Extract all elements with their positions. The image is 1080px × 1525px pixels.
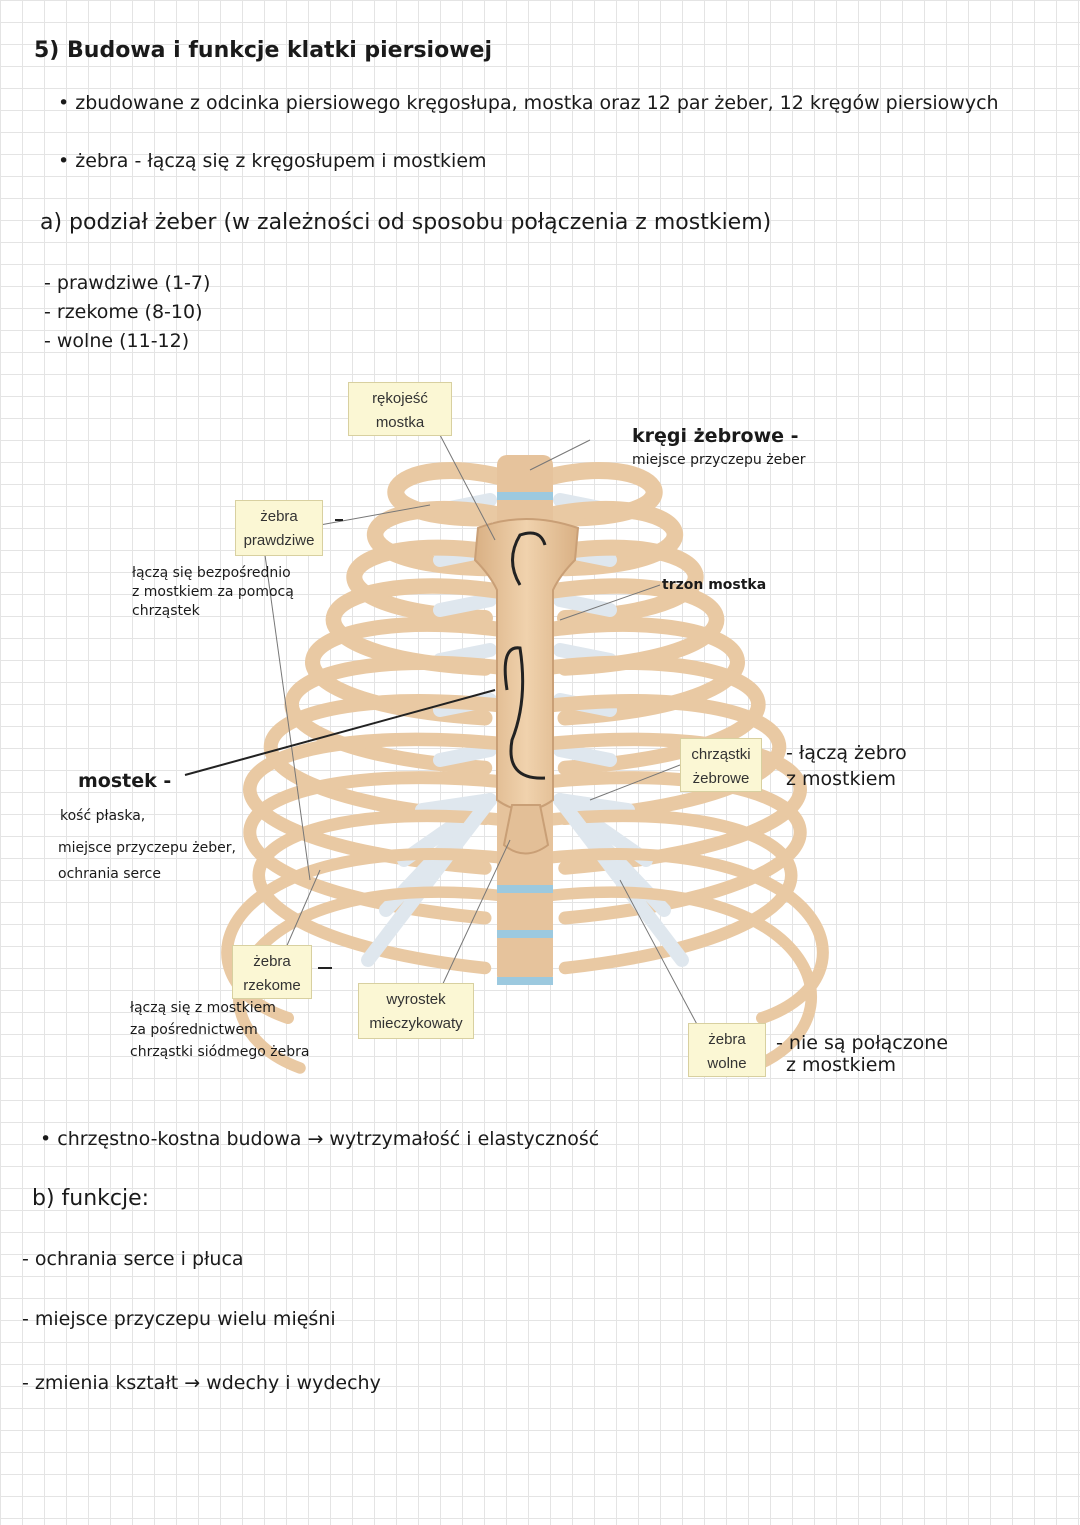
bullet-structure: • zbudowane z odcinka piersiowego kręgos…	[58, 92, 999, 114]
rib	[366, 500, 514, 577]
rib	[284, 655, 513, 776]
note-true-ribs-line: chrząstek	[132, 603, 200, 619]
rib	[263, 694, 512, 825]
intervertebral-disc	[497, 977, 553, 985]
section-b-title: b) funkcje:	[32, 1186, 150, 1211]
note-floating-ribs-line: z mostkiem	[786, 1054, 896, 1076]
intervertebral-disc	[497, 930, 553, 938]
note-false-ribs-line: za pośrednictwem	[130, 1022, 258, 1038]
rib	[536, 500, 684, 577]
intervertebral-disc	[497, 492, 553, 500]
xiphoid-process	[502, 804, 550, 855]
note-floating-ribs-line: - nie są połączone	[776, 1032, 949, 1054]
list-item: - zmienia kształt → wdechy i wydechy	[22, 1372, 381, 1394]
rib	[537, 655, 766, 776]
bullet-ribs: • żebra - łączą się z kręgosłupem i most…	[58, 150, 487, 172]
note-vertebrae-desc: miejsce przyczepu żeber	[632, 452, 806, 468]
costal-cartilage	[553, 743, 617, 767]
costal-cartilage	[433, 743, 497, 767]
page-heading: 5) Budowa i funkcje klatki piersiowej	[34, 38, 492, 63]
note-cartilage-line: - łączą żebro	[786, 742, 907, 764]
rib	[243, 732, 512, 875]
costal-cartilage	[433, 593, 497, 617]
note-sternum-line: kość płaska,	[60, 808, 146, 824]
rib	[538, 809, 798, 975]
note-cartilage-line: z mostkiem	[786, 768, 896, 790]
list-item: - prawdziwe (1-7)	[44, 272, 211, 294]
costal-cartilage	[553, 793, 689, 967]
costal-cartilage	[553, 593, 617, 617]
rib	[252, 809, 512, 975]
list-item: - wolne (11-12)	[44, 330, 190, 352]
rib	[538, 694, 787, 825]
sternum	[473, 518, 580, 811]
costal-cartilage	[361, 793, 497, 967]
rib	[537, 539, 704, 626]
note-true-ribs-line: z mostkiem za pomocą	[132, 584, 294, 600]
rib	[539, 848, 829, 1024]
list-item: - miejsce przyczepu wielu mięśni	[22, 1308, 336, 1330]
note-sternum-line: miejsce przyczepu żeber,	[58, 840, 236, 856]
note-sternum-title: mostek -	[78, 770, 172, 792]
note-false-ribs-line: chrząstki siódmego żebra	[130, 1044, 310, 1060]
note-body-of-sternum: trzon mostka	[662, 577, 767, 593]
rib	[346, 539, 513, 626]
intervertebral-disc	[497, 885, 553, 893]
note-vertebrae-title: kręgi żebrowe -	[632, 425, 799, 447]
structure-note: • chrzęstno-kostna budowa → wytrzymałość…	[40, 1128, 600, 1150]
list-item: - rzekome (8-10)	[44, 301, 203, 323]
rib	[539, 886, 818, 1074]
rib	[538, 732, 807, 875]
note-sternum-line: ochrania serce	[58, 866, 161, 882]
section-a-title: a) podział żeber (w zależności od sposob…	[40, 210, 772, 235]
note-true-ribs-line: łączą się bezpośrednio	[132, 565, 291, 581]
list-item: - ochrania serce i płuca	[22, 1248, 244, 1270]
note-false-ribs-line: łączą się z mostkiem	[130, 1000, 276, 1016]
